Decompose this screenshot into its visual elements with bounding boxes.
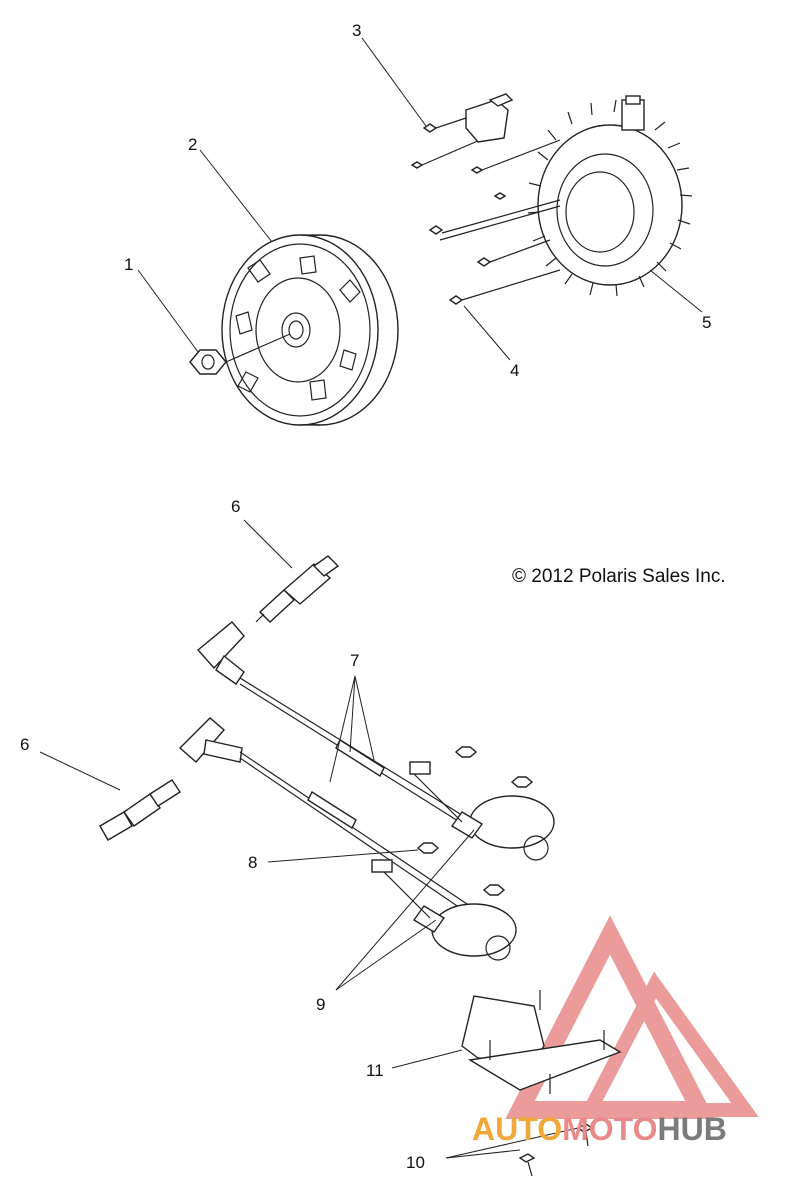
stator: [527, 95, 693, 297]
copyright-notice: © 2012 Polaris Sales Inc.: [512, 566, 726, 587]
callout-4: 4: [510, 361, 519, 380]
callout-5: 5: [702, 313, 711, 332]
flywheel: [221, 234, 399, 426]
flange-nut: [189, 333, 291, 375]
callout-6-lower: 6: [20, 735, 29, 754]
callout-9: 9: [316, 995, 325, 1014]
callout-10: 10: [406, 1153, 425, 1172]
pickup-sensor: [422, 93, 514, 143]
stator-screws: [410, 139, 561, 305]
ignition-coils: [371, 761, 555, 961]
ignition-leads: [178, 621, 471, 913]
callout-7: 7: [350, 651, 359, 670]
callout-2: 2: [188, 135, 197, 154]
rivets: [518, 1123, 594, 1177]
watermark-moto: MOTO: [562, 1111, 657, 1147]
callout-6-upper: 6: [231, 497, 240, 516]
coil-bracket: [461, 990, 622, 1094]
watermark-auto: AUTO: [472, 1111, 562, 1147]
callout-3: 3: [352, 21, 361, 40]
spark-plug-upper: [255, 555, 340, 623]
callout-11: 11: [366, 1061, 384, 1080]
callout-8: 8: [248, 853, 257, 872]
leader-lines: [39, 37, 703, 1159]
watermark-logo: [505, 915, 759, 1119]
watermark-text: AUTOMOTOHUB: [472, 1111, 727, 1147]
callout-1: 1: [124, 255, 133, 274]
coil-nuts: [416, 746, 534, 896]
watermark-hub: HUB: [657, 1111, 726, 1147]
spark-plug-lower: [99, 779, 181, 841]
